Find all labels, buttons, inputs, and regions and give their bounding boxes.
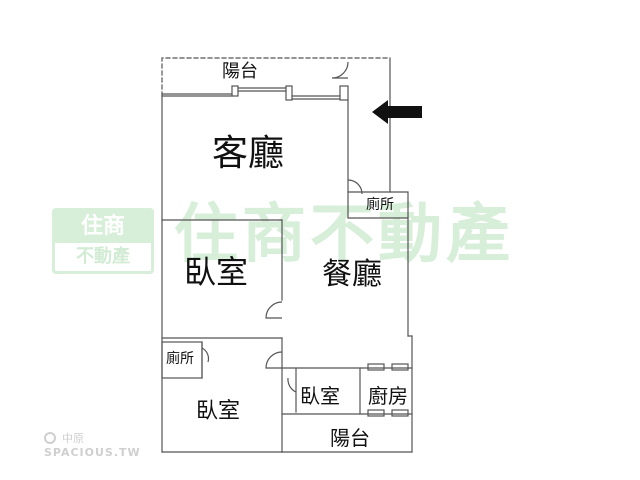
door-arc-toilet-left	[201, 347, 210, 363]
label-living-room: 客廳	[212, 133, 285, 174]
label-toilet-right: 廁所	[366, 197, 394, 213]
site-logo-icon	[44, 432, 56, 444]
site-mark-zh: 中原	[62, 432, 84, 445]
label-bedroom-bottom: 臥室	[196, 399, 241, 424]
label-dining-room: 餐廳	[322, 257, 382, 292]
walls	[161, 57, 413, 453]
label-kitchen: 廚房	[368, 384, 408, 408]
watermark-badge-top: 住商	[55, 211, 151, 243]
door-arcs	[201, 61, 363, 393]
watermark-badge: 住商 不動產	[52, 208, 154, 274]
door-arc-toilet-right	[347, 179, 363, 195]
label-toilet-left: 廁所	[166, 351, 194, 367]
door-arc-bedroom	[265, 301, 283, 319]
label-balcony-top: 陽台	[222, 61, 258, 82]
balcony-top-outline	[161, 57, 391, 97]
label-bedroom-left: 臥室	[184, 253, 249, 291]
entrance-arrow-icon	[372, 100, 422, 124]
watermark-badge-bottom: 不動產	[76, 246, 130, 267]
site-mark-en: SPACIOUS.TW	[44, 446, 141, 459]
door-arc-entry	[331, 61, 349, 79]
label-bedroom-small: 臥室	[300, 384, 340, 408]
watermark-text: 住商不動產	[174, 198, 514, 272]
label-balcony-bottom: 陽台	[330, 426, 370, 450]
door-arc-bottom-bedroom	[265, 351, 283, 369]
door-arc-small-bedroom	[287, 377, 297, 393]
site-mark: 中原 SPACIOUS.TW	[44, 430, 141, 459]
